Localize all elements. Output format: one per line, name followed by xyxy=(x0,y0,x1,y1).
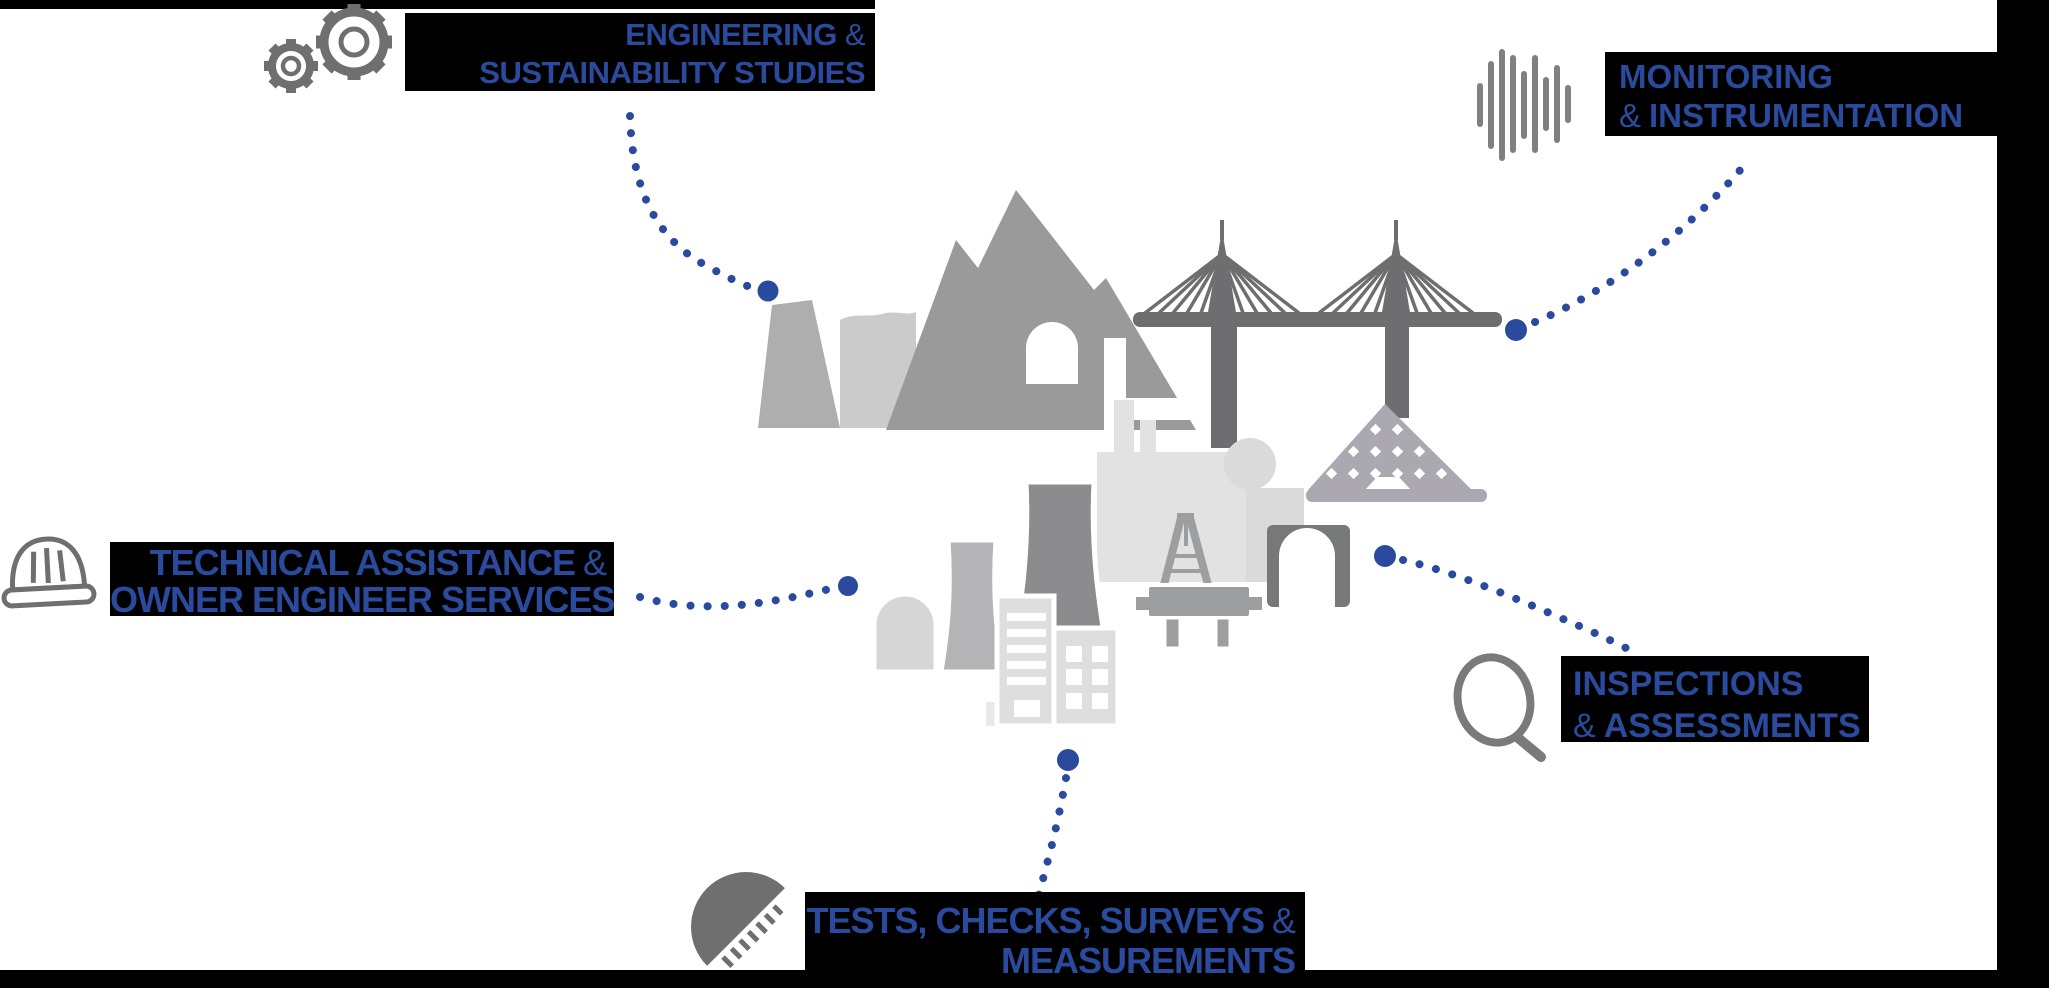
top-edge-bar xyxy=(0,0,875,9)
protractor-icon xyxy=(691,872,795,970)
waveform-icon xyxy=(1477,49,1571,161)
connector-end-dots xyxy=(757,280,1527,771)
right-edge-column xyxy=(1997,0,2049,988)
dotted-connectors xyxy=(626,112,1746,902)
label-line: MEASUREMENTS xyxy=(1000,940,1296,981)
label-line: ENGINEERING& xyxy=(625,17,865,52)
label-monitoring-instrumentation: MONITORING &INSTRUMENTATION xyxy=(1605,52,2049,136)
label-line: SUSTAINABILITY STUDIES xyxy=(479,55,865,90)
connector-monitoring xyxy=(1531,164,1746,326)
label-inspections-assessments: INSPECTIONS &ASSESSMENTS xyxy=(1561,656,1869,745)
label-line: OWNER ENGINEER SERVICES xyxy=(110,579,615,620)
connector-tests xyxy=(1034,774,1070,902)
magnifier-icon xyxy=(1453,653,1546,762)
label-tests-checks-surveys: TESTS, CHECKS, SURVEYS& MEASUREMENTS xyxy=(805,892,1305,988)
label-line: TECHNICAL ASSISTANCE& xyxy=(149,542,607,583)
cable-stayed-bridge xyxy=(1133,220,1502,448)
connector-technical xyxy=(636,584,838,611)
label-line: INSPECTIONS xyxy=(1573,665,1804,703)
label-line: &INSTRUMENTATION xyxy=(1619,97,1964,134)
label-engineering-sustainability: ENGINEERING& SUSTAINABILITY STUDIES xyxy=(405,13,875,91)
hard-hat-icon xyxy=(1,536,97,609)
office-building xyxy=(986,593,1121,729)
label-line: &ASSESSMENTS xyxy=(1573,707,1861,745)
tunnel-portal xyxy=(1267,525,1350,607)
oil-rig xyxy=(1136,513,1262,650)
building-door xyxy=(1014,700,1040,717)
label-technical-assistance: TECHNICAL ASSISTANCE& OWNER ENGINEER SER… xyxy=(110,542,615,620)
gears-icon xyxy=(264,4,392,93)
connector-inspections xyxy=(1399,556,1632,653)
mountain-silhouette xyxy=(886,190,1216,430)
label-line: MONITORING xyxy=(1619,58,1833,95)
connector-engineering xyxy=(626,112,757,292)
tunnel-opening xyxy=(1026,322,1078,384)
label-line: TESTS, CHECKS, SURVEYS& xyxy=(806,900,1296,941)
dam-silhouette xyxy=(758,300,916,428)
lattice-dam xyxy=(1306,404,1487,502)
